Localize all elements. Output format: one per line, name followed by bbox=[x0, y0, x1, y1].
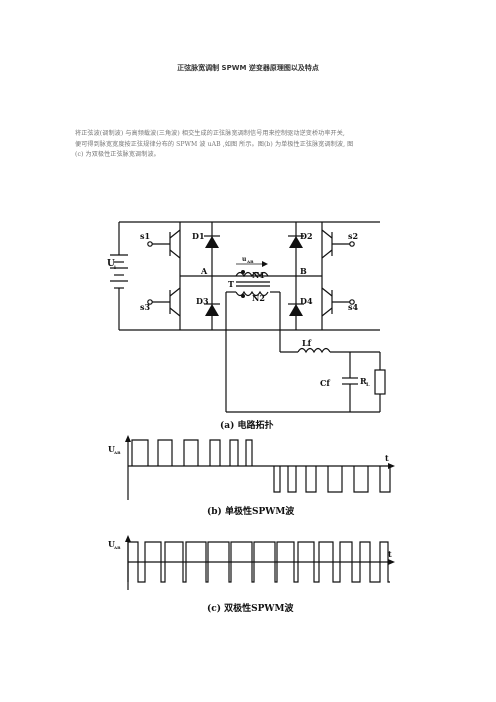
waveform-b-pulse bbox=[183, 439, 199, 466]
waveform-c-ylabel: U bbox=[108, 539, 115, 549]
waveform-b-axes bbox=[125, 435, 395, 500]
document-title: 正弦脉宽调制 SPWM 逆变器原理图以及特点 bbox=[177, 64, 319, 72]
waveform-b-pulse bbox=[209, 439, 221, 466]
waveform-b-pulse bbox=[327, 466, 343, 493]
label-n1: N1 bbox=[252, 270, 265, 280]
diode-d2-icon bbox=[289, 236, 303, 248]
label-ui-sub: i bbox=[114, 265, 116, 271]
waveform-b-pulse bbox=[305, 466, 317, 493]
waveform-b-pulse bbox=[229, 439, 239, 466]
label-d1: D1 bbox=[192, 231, 205, 241]
switch-s1 bbox=[152, 229, 181, 259]
label-d2: D2 bbox=[300, 231, 313, 241]
waveform-b-pulse bbox=[287, 466, 297, 493]
waveform-b-pulse bbox=[273, 466, 281, 493]
waveform-b-pulse bbox=[245, 439, 253, 466]
caption-waveform-b: (b) 单极性SPWM波 bbox=[207, 507, 295, 517]
label-ui: U bbox=[107, 259, 115, 269]
diode-d1-icon bbox=[205, 236, 219, 248]
diodes bbox=[205, 236, 303, 316]
label-node-b: B bbox=[300, 266, 307, 276]
label-s4: s4 bbox=[348, 302, 359, 312]
diode-d3-icon bbox=[205, 304, 219, 316]
label-lf: Lf bbox=[302, 338, 312, 348]
waveform-b-pulse bbox=[157, 439, 173, 466]
label-rl: R bbox=[360, 376, 367, 386]
transformer bbox=[225, 261, 281, 412]
switch-s2 bbox=[321, 229, 350, 259]
paragraph-line: 将正弦波(调制波) 与高频载波(三角波) 相交生成的正弦脉宽调制信号用来控制驱动… bbox=[75, 130, 345, 137]
switch-s3 bbox=[152, 287, 181, 317]
paragraph-line: (c) 为双极性正弦脉宽调制波。 bbox=[75, 151, 160, 158]
lc-filter-load bbox=[226, 347, 386, 413]
waveform-b-ylabel: U bbox=[108, 444, 115, 454]
waveform-b-ylabel-sub: AB bbox=[113, 450, 121, 455]
waveform-b-plot bbox=[131, 439, 391, 493]
waveform-b-xlabel: t bbox=[385, 453, 389, 463]
diode-d4-icon bbox=[289, 304, 303, 316]
waveform-c-plot bbox=[127, 541, 390, 583]
waveform-b-pulse bbox=[379, 466, 391, 493]
waveform-c-signal bbox=[127, 541, 390, 583]
waveform-b-pulse bbox=[353, 466, 369, 493]
switch-s4 bbox=[321, 287, 350, 317]
label-s2: s2 bbox=[348, 231, 358, 241]
label-rl-sub: L bbox=[366, 382, 370, 388]
waveform-c-xlabel: t bbox=[388, 549, 392, 559]
paragraph-line: 便可得到脉宽宽度按正弦规律分布的 SPWM 波 uAB ,如图 所示。图(b) … bbox=[75, 140, 354, 148]
label-s3: s3 bbox=[140, 302, 151, 312]
label-s1: s1 bbox=[140, 231, 150, 241]
label-uab: u bbox=[242, 256, 247, 263]
label-cf: Cf bbox=[320, 378, 330, 388]
label-d4: D4 bbox=[300, 296, 313, 306]
intro-paragraph: 将正弦波(调制波) 与高频载波(三角波) 相交生成的正弦脉宽调制信号用来控制驱动… bbox=[75, 129, 435, 161]
label-d3: D3 bbox=[196, 296, 209, 306]
caption-waveform-c: (c) 双极性SPWM波 bbox=[207, 604, 294, 614]
waveform-b-pulse bbox=[131, 439, 149, 466]
label-t: T bbox=[228, 279, 234, 289]
caption-circuit: (a) 电路拓扑 bbox=[220, 421, 274, 431]
waveform-c-ylabel-sub: AB bbox=[113, 545, 121, 550]
label-node-a: A bbox=[200, 266, 208, 276]
label-uab-sub: AB bbox=[246, 259, 254, 264]
dc-source bbox=[110, 221, 380, 331]
label-n2: N2 bbox=[252, 293, 265, 303]
